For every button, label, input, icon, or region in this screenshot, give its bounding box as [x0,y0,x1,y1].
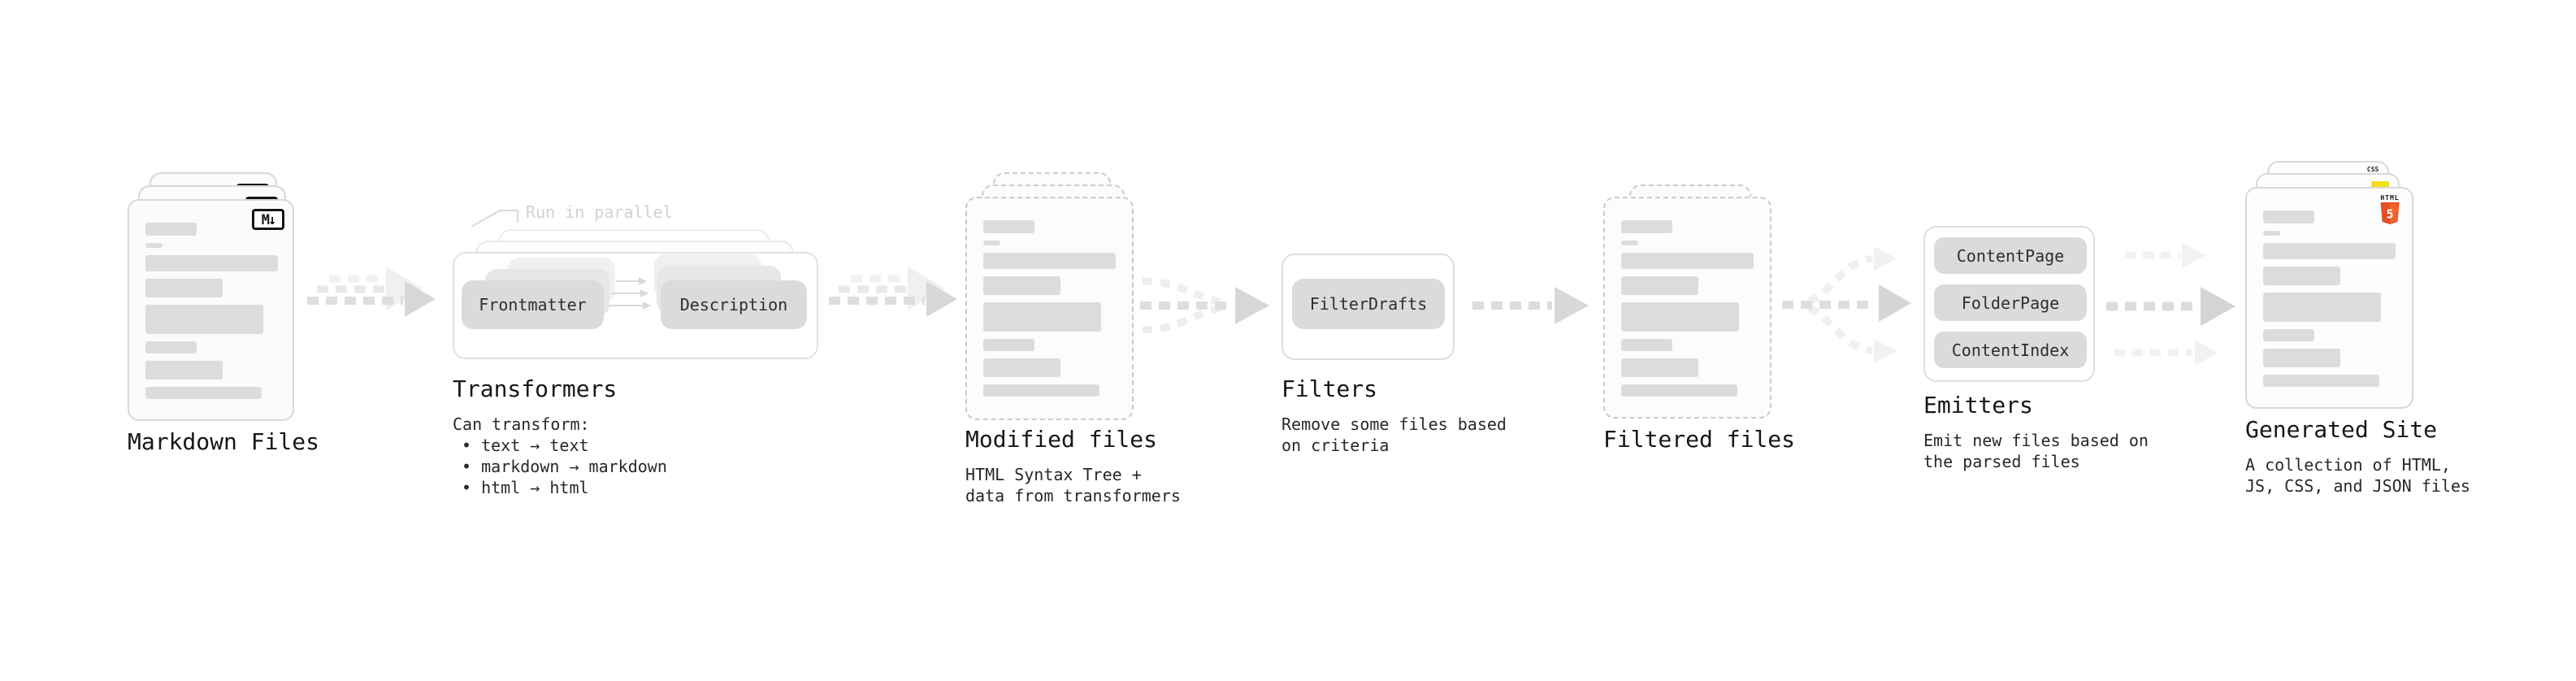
emitters-label: Emitters [1923,392,2033,419]
emitter-contentindex-pill: ContentIndex [1934,332,2087,368]
js-file-icon [2371,181,2389,189]
placeholder-bar [145,223,197,236]
can-transform-title: Can transform: [453,414,590,434]
placeholder-bar [2263,375,2379,387]
placeholder-bar [983,339,1034,351]
transform-bullet: • markdown → markdown [462,457,667,476]
markdown-icon: M↓ [252,209,284,230]
flow-arrow-filters-to-filtered [1472,287,1589,324]
filters-description: Remove some files based on criteria [1281,414,1507,455]
flow-arrow-modified-to-filters [1140,277,1269,334]
placeholder-bar [983,384,1099,397]
flow-arrow-filtered-to-emitters [1782,246,1911,363]
placeholder-bar [1621,358,1698,377]
modified-file-card [965,197,1134,420]
doc-content-placeholder [2263,210,2396,394]
emitter-contentpage-pill: ContentPage [1934,237,2087,274]
doc-content-placeholder [983,220,1116,404]
generated-site-label: Generated Site [2245,416,2438,443]
placeholder-bar [145,255,278,271]
transformer-description-pill: Description [661,280,807,329]
emitter-folderpage-pill: FolderPage [1934,284,2087,321]
parallel-arrows-icon [609,277,651,310]
placeholder-bar [1621,339,1672,351]
placeholder-bar [145,361,223,380]
placeholder-bar [983,302,1101,332]
placeholder-bar [145,243,163,248]
placeholder-bar [145,387,262,399]
placeholder-bar [2263,231,2280,236]
placeholder-bar [2263,267,2340,285]
svg-text:5: 5 [2386,207,2393,222]
generated-site-description: A collection of HTML, JS, CSS, and JSON … [2245,455,2470,496]
placeholder-bar [1621,220,1672,233]
placeholder-bar [2263,243,2396,259]
flow-arrow-markdown-to-transformers [307,267,436,317]
transformer-frontmatter-pill: Frontmatter [462,280,604,329]
site-file-card-html: HTML 5 [2245,187,2413,409]
filter-drafts-pill: FilterDrafts [1292,279,1445,329]
run-in-parallel-annotation: Run in parallel [526,202,673,222]
doc-content-placeholder [145,223,278,406]
placeholder-bar [1621,384,1737,397]
placeholder-bar [145,279,223,297]
transformers-description: Can transform: • text → text • markdown … [453,414,667,498]
placeholder-bar [983,241,1000,245]
placeholder-bar [1621,241,1638,245]
emitters-description: Emit new files based on the parsed files [1923,431,2149,471]
transform-bullet: • html → html [462,478,589,497]
markdown-file-card: M↓ [128,199,294,421]
placeholder-bar [983,220,1034,233]
annotation-callout-line [471,210,518,228]
modified-files-label: Modified files [965,426,1158,453]
filtered-files-label: Filtered files [1603,426,1796,453]
placeholder-bar [983,276,1060,295]
transformers-label: Transformers [453,375,618,402]
placeholder-bar [145,341,197,354]
flow-arrow-transformers-to-modified [829,267,957,317]
placeholder-bar [145,305,263,334]
transform-bullet: • text → text [462,436,589,455]
placeholder-bar [1621,253,1754,269]
placeholder-bar [2263,349,2340,367]
placeholder-bar [1621,276,1698,295]
placeholder-bar [1621,302,1739,332]
markdown-files-label: Markdown Files [128,428,320,455]
placeholder-bar [983,253,1116,269]
html5-icon: HTML 5 [2380,194,2400,228]
filtered-file-card [1603,197,1772,419]
filters-label: Filters [1281,375,1378,402]
flow-arrow-emitters-to-site [2106,242,2236,366]
doc-content-placeholder [1621,220,1754,404]
placeholder-bar [2263,210,2314,223]
placeholder-bar [2263,329,2314,341]
placeholder-bar [2263,293,2381,322]
placeholder-bar [983,358,1060,377]
modified-files-description: HTML Syntax Tree + data from transformer… [965,465,1181,505]
